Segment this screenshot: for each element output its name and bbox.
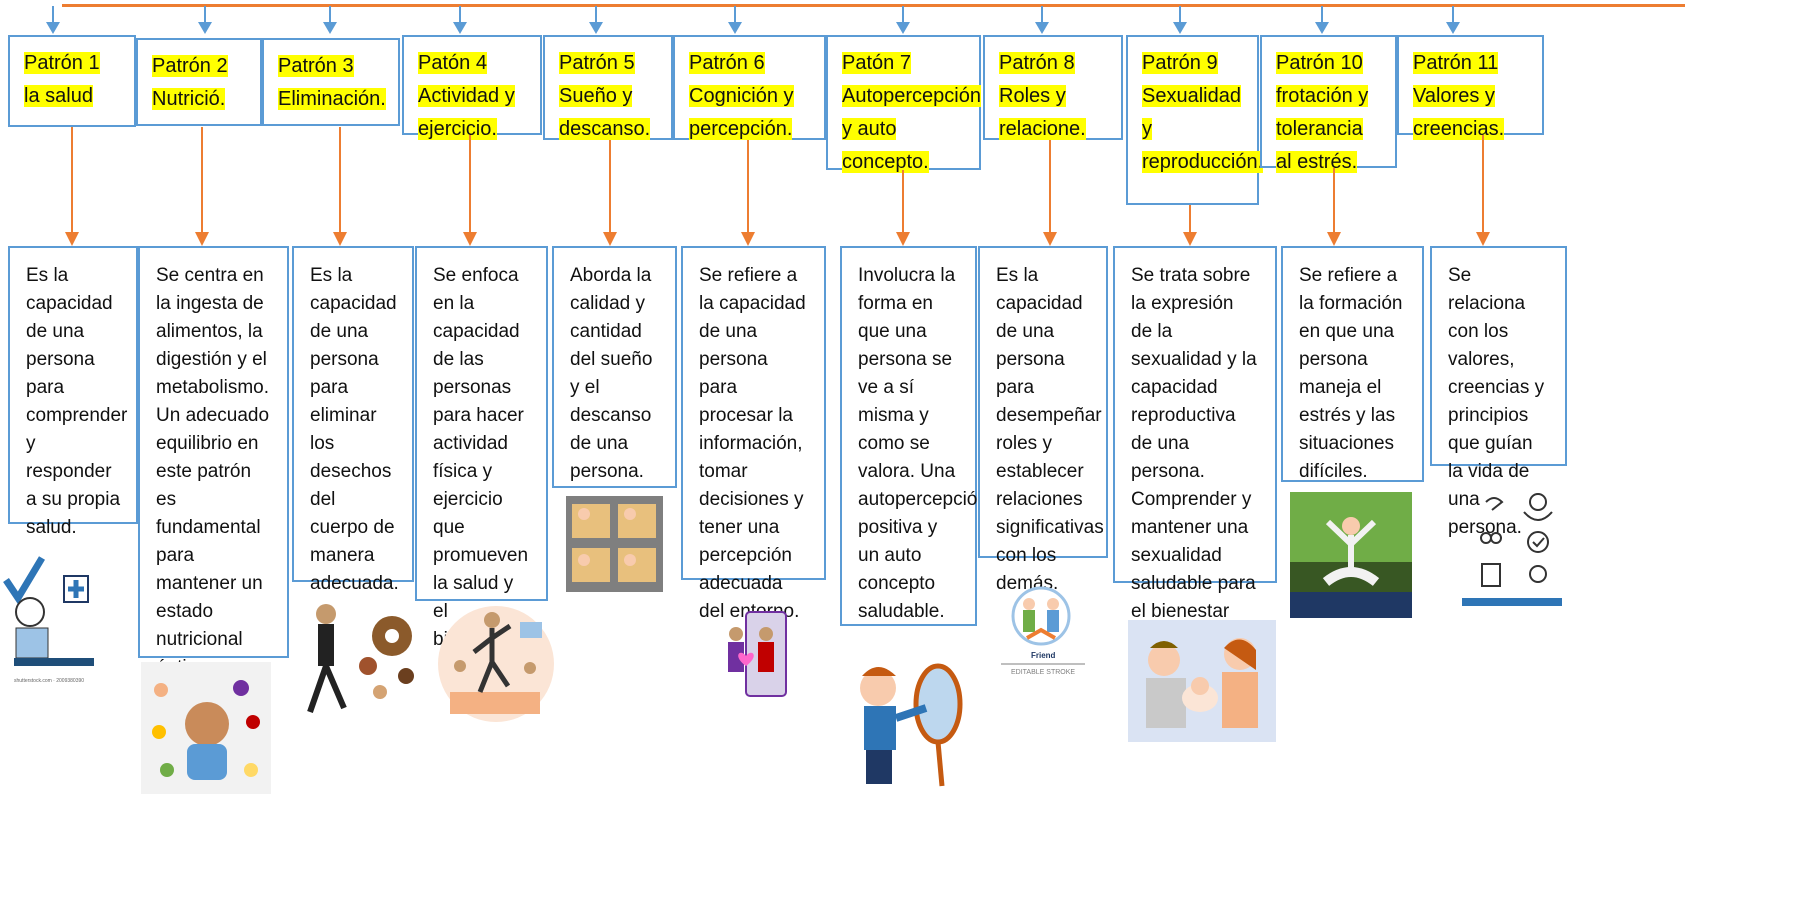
pattern-4-arrowhead	[463, 232, 477, 246]
connector-arrowhead-6	[728, 22, 742, 34]
pattern-1-description: Es la capacidad de una persona para comp…	[8, 246, 138, 538]
checkmark-icon	[3, 556, 46, 605]
pattern-2-description: Se centra en la ingesta de alimentos, la…	[138, 246, 289, 734]
pattern-3-title: Patrón 3 Eliminación.	[262, 38, 400, 126]
connector-drop-1	[52, 6, 54, 24]
pattern-10-description: Se refiere a la formación en que una per…	[1281, 246, 1424, 482]
pattern-7-image	[834, 658, 972, 788]
connector-drop-3	[329, 6, 331, 24]
pattern-7-title: Patón 7 Autopercepción y auto concepto.	[826, 35, 981, 173]
pattern-6-arrowhead	[741, 232, 755, 246]
svg-text:EDITABLE STROKE: EDITABLE STROKE	[1011, 669, 1075, 676]
pattern-8-arrowhead	[1043, 232, 1057, 246]
connector-arrowhead-2	[198, 22, 212, 34]
pattern-5-arrowhead	[603, 232, 617, 246]
pattern-7-arrow-line	[902, 170, 904, 232]
connector-arrowhead-4	[453, 22, 467, 34]
pattern-1-arrow-line	[71, 127, 73, 232]
connector-drop-6	[734, 6, 736, 24]
pattern-5-image	[566, 496, 663, 592]
connector-arrowhead-9	[1173, 22, 1187, 34]
svg-text:Friend: Friend	[1031, 651, 1056, 660]
pattern-3-arrow-line	[339, 127, 341, 232]
pattern-3-description: Es la capacidad de una persona para elim…	[292, 246, 414, 594]
connector-arrowhead-5	[589, 22, 603, 34]
pattern-7-arrowhead	[896, 232, 910, 246]
pattern-8-title: Patrón 8 Roles y relacione.	[983, 35, 1123, 140]
sleep-icon	[572, 504, 656, 582]
connector-drop-5	[595, 6, 597, 24]
pattern-5-arrow-line	[609, 140, 611, 232]
pattern-6-description: Se refiere a la capacidad de una persona…	[681, 246, 826, 622]
mirror-icon	[728, 611, 787, 697]
exercise-icon	[438, 606, 554, 722]
pattern-4-title: Patón 4 Actividad y ejercicio.	[402, 35, 542, 140]
values-icons	[1462, 493, 1562, 606]
pattern-8-arrow-line	[1049, 140, 1051, 232]
pattern-2-arrowhead	[195, 232, 209, 246]
pattern-11-title: Patrón 11 Valores y creencias.	[1397, 35, 1544, 140]
pattern-10-arrow-line	[1333, 168, 1335, 232]
connector-drop-4	[459, 6, 461, 24]
pattern-8-image: Friend EDITABLE STROKE	[993, 582, 1093, 678]
friends-icon: Friend EDITABLE STROKE	[1001, 586, 1085, 676]
pattern-2-title: Patrón 2 Nutrició.	[136, 38, 262, 126]
pattern-4-arrow-line	[469, 135, 471, 232]
pattern-4-description: Se enfoca en la capacidad de las persona…	[415, 246, 548, 650]
pattern-8-description: Es la capacidad de una persona para dese…	[978, 246, 1108, 594]
connector-arrowhead-8	[1035, 22, 1049, 34]
pattern-9-description: Se trata sobre la expresión de la sexual…	[1113, 246, 1277, 650]
pattern-9-arrow-line	[1189, 205, 1191, 232]
pattern-10-image	[1290, 492, 1412, 618]
pattern-6-arrow-line	[747, 140, 749, 232]
pattern-3-arrowhead	[333, 232, 347, 246]
pattern-4-image	[430, 602, 560, 724]
pattern-11-arrow-line	[1482, 135, 1484, 232]
svg-text:shutterstock.com · 2009380390: shutterstock.com · 2009380390	[14, 678, 84, 684]
connector-arrowhead-10	[1315, 22, 1329, 34]
connector-arrowhead-11	[1446, 22, 1460, 34]
pattern-11-arrowhead	[1476, 232, 1490, 246]
fruits-boy-image	[141, 662, 271, 794]
connector-drop-10	[1321, 6, 1323, 24]
connector-arrowhead-1	[46, 22, 60, 34]
connector-drop-9	[1179, 6, 1181, 24]
connector-drop-8	[1041, 6, 1043, 24]
pattern-2-arrow-line	[201, 127, 203, 232]
connector-drop-11	[1452, 6, 1454, 24]
connector-drop-7	[902, 6, 904, 24]
family-icon	[1128, 620, 1276, 742]
top-connector-line	[62, 4, 1685, 7]
pattern-9-title: Patrón 9 Sexualidad y reproducción.	[1126, 35, 1264, 205]
pattern-1-image: shutterstock.com · 2009380390	[0, 540, 105, 690]
pattern-11-description: Se relaciona con los valores, creencias …	[1430, 246, 1567, 538]
meditation-icon	[1290, 492, 1412, 618]
pattern-5-description: Aborda la calidad y cantidad del sueño y…	[552, 246, 677, 488]
connector-drop-2	[204, 6, 206, 24]
pattern-10-title: Patrón 10 frotación y tolerancia al estr…	[1260, 35, 1397, 173]
pattern-1-title: Patrón 1 la salud	[8, 35, 136, 127]
connector-arrowhead-3	[323, 22, 337, 34]
pattern-5-title: Patrón 5 Sueño y descanso.	[543, 35, 673, 140]
pattern-1-arrowhead	[65, 232, 79, 246]
pattern-9-arrowhead	[1183, 232, 1197, 246]
pattern-6-title: Patrón 6 Cognición y percepción.	[673, 35, 826, 140]
connector-arrowhead-7	[896, 22, 910, 34]
pattern-6-image	[706, 608, 802, 704]
pattern-3-image	[296, 596, 426, 716]
pattern-11-image	[1462, 488, 1562, 606]
pattern-7-description: Involucra la forma en que una persona se…	[840, 246, 988, 626]
pattern-10-arrowhead	[1327, 232, 1341, 246]
pattern-9-image	[1128, 620, 1276, 742]
fruits-icon	[152, 680, 260, 780]
